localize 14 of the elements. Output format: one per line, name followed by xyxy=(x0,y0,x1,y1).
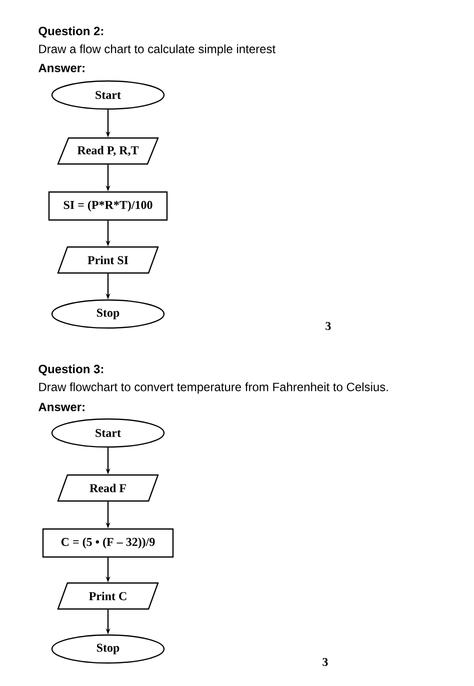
page-number: 3 xyxy=(326,322,331,330)
io-parallelogram: Read P, R,T xyxy=(57,137,159,165)
answer-heading: Answer: xyxy=(38,402,84,412)
answer-heading: Answer: xyxy=(38,64,84,72)
question-text: Draw a flow chart to calculate simple interest xyxy=(39,44,276,56)
process-box: C = (5 • (F – 32))/9 xyxy=(42,528,174,558)
question-heading: Question 2: xyxy=(38,26,104,38)
question-text: Draw flowchart to convert temperature from Fahrenheit to Celsius. xyxy=(39,382,388,394)
process-box: SI = (P*R*T)/100 xyxy=(48,191,168,221)
io-parallelogram: Read F xyxy=(57,474,159,502)
question-heading: Question 3: xyxy=(38,364,104,376)
io-parallelogram: Print C xyxy=(57,582,159,610)
io-parallelogram: Print SI xyxy=(57,246,159,274)
page-number: 3 xyxy=(322,658,328,666)
